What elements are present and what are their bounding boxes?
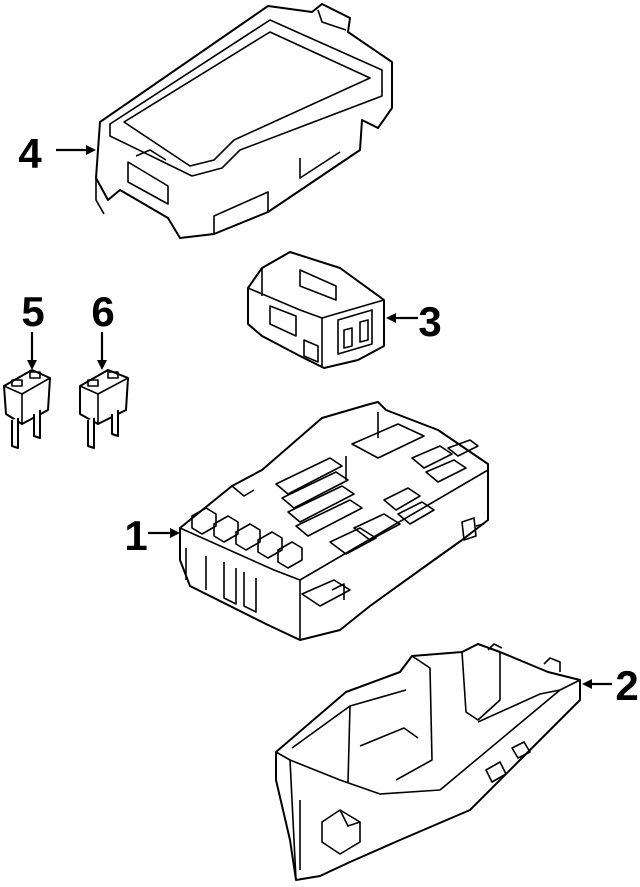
callout-1: 1	[124, 512, 147, 559]
part-3-relay[interactable]	[247, 251, 385, 369]
callout-5: 5	[21, 288, 44, 335]
callout-3: 3	[418, 298, 441, 345]
part-5-fuse[interactable]	[3, 369, 51, 449]
leader-lines	[27, 145, 612, 689]
part-2-lower-housing[interactable]	[275, 643, 581, 881]
callout-4: 4	[18, 130, 42, 177]
callout-2: 2	[615, 662, 638, 709]
callout-6: 6	[91, 288, 114, 335]
part-1-fuse-box[interactable]	[179, 401, 489, 641]
part-6-fuse[interactable]	[79, 369, 129, 449]
part-4-cover[interactable]	[95, 3, 393, 239]
